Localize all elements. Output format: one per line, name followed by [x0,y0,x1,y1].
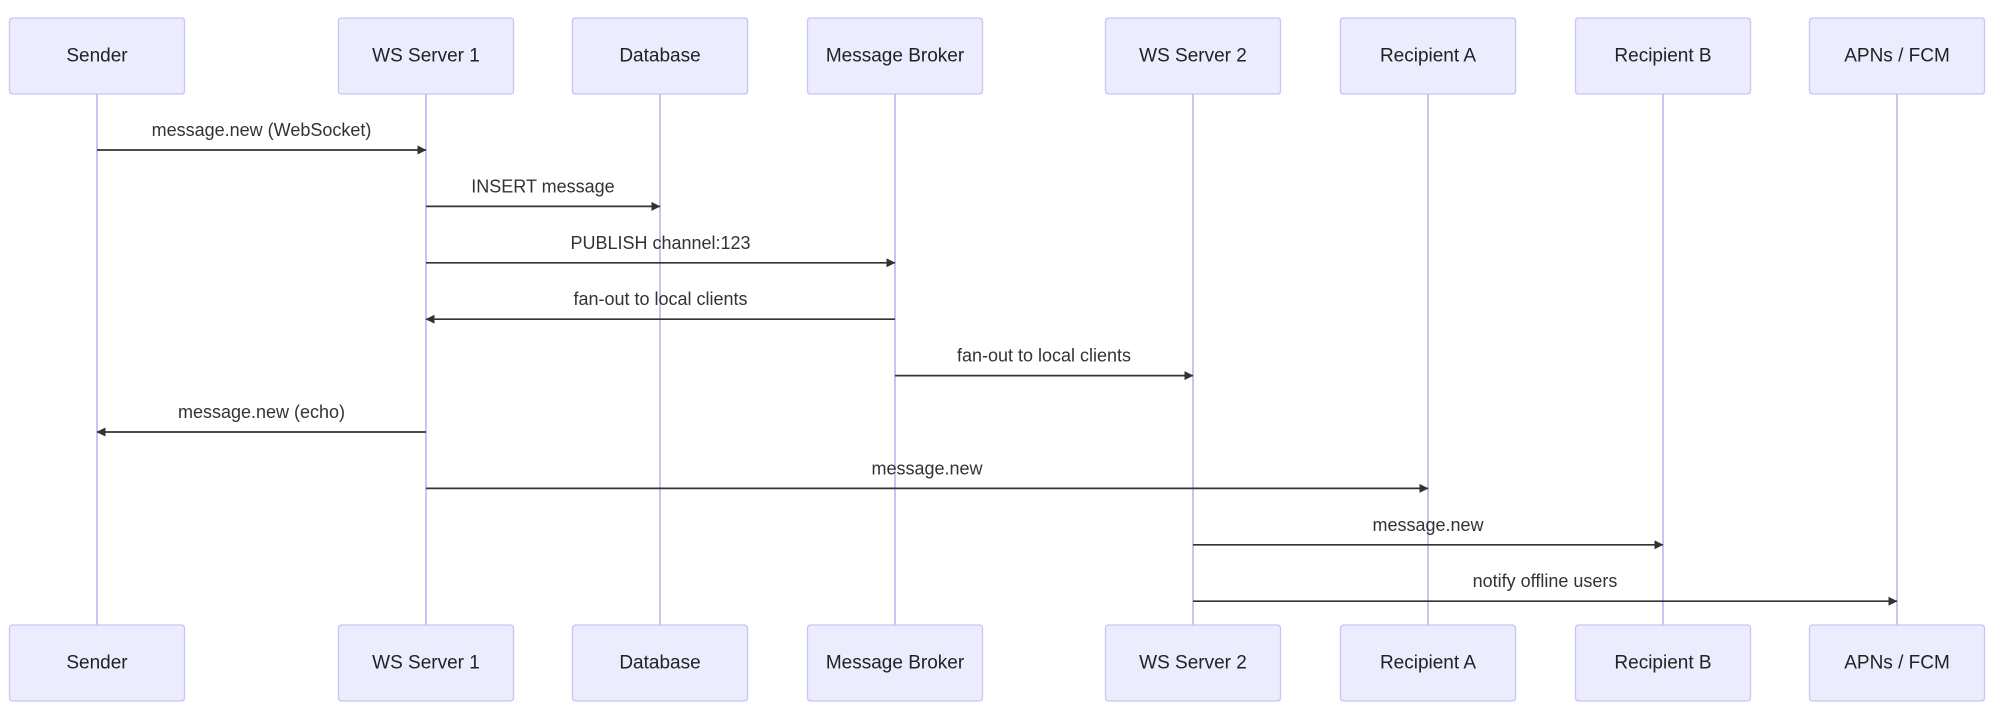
actor-db-bottom: Database [571,624,749,702]
actor-recipB-bottom: Recipient B [1574,624,1752,702]
actor-box [8,17,186,95]
message-label: message.new [1372,515,1484,535]
actor-box [337,17,515,95]
actor-box [8,624,186,702]
message-3: PUBLISH channel:123 [426,233,896,268]
actor-label: Recipient A [1380,46,1476,67]
actor-label: WS Server 1 [372,46,480,67]
message-label: PUBLISH channel:123 [570,233,750,253]
actor-recipB-top: Recipient B [1574,17,1752,95]
message-label: message.new [871,458,983,478]
actor-label: WS Server 2 [1139,46,1247,67]
message-1: message.new (WebSocket) [97,120,427,155]
actor-label: Sender [66,46,128,67]
actor-label: APNs / FCM [1844,46,1950,67]
actor-box [1574,624,1752,702]
actor-label: WS Server 2 [1139,653,1247,674]
message-6: message.new (echo) [96,402,426,437]
actor-label: Message Broker [826,46,965,67]
actors-top-row: Sender WS Server 1 Database Message Broker W… [8,17,1986,95]
actors-bottom-row: Sender WS Server 1 Database Message Broker W… [8,624,1986,702]
message-5: fan-out to local clients [895,346,1194,381]
message-8: message.new [1193,515,1664,550]
actor-box [571,624,749,702]
message-label: message.new (WebSocket) [152,120,372,140]
actor-box [1808,17,1986,95]
message-label: message.new (echo) [178,402,345,422]
actor-box [1104,624,1282,702]
actor-ws2-top: WS Server 2 [1104,17,1282,95]
message-label: fan-out to local clients [957,346,1131,366]
messages: message.new (WebSocket) INSERT messagePUB… [96,120,1898,606]
message-label: INSERT message [471,176,614,196]
message-label: fan-out to local clients [573,289,747,309]
actor-ws1-top: WS Server 1 [337,17,515,95]
message-4: fan-out to local clients [425,289,895,324]
actor-box [806,624,984,702]
actor-label: Database [619,46,700,67]
actor-label: Recipient B [1614,653,1711,674]
actor-label: WS Server 1 [372,653,480,674]
actor-box [1104,17,1282,95]
actor-box [806,17,984,95]
actor-box [571,17,749,95]
actor-apns-bottom: APNs / FCM [1808,624,1986,702]
actor-label: Recipient A [1380,653,1476,674]
actor-box [1339,624,1517,702]
actor-box [337,624,515,702]
actor-apns-top: APNs / FCM [1808,17,1986,95]
actor-ws1-bottom: WS Server 1 [337,624,515,702]
actor-recipA-top: Recipient A [1339,17,1517,95]
message-9: notify offline users [1193,571,1898,606]
actor-sender-top: Sender [8,17,186,95]
actor-label: Sender [66,653,128,674]
actor-box [1574,17,1752,95]
actor-broker-top: Message Broker [806,17,984,95]
message-label: notify offline users [1473,571,1618,591]
actor-box [1808,624,1986,702]
actor-label: APNs / FCM [1844,653,1950,674]
actor-broker-bottom: Message Broker [806,624,984,702]
message-2: INSERT message [426,176,661,211]
actor-db-top: Database [571,17,749,95]
actor-recipA-bottom: Recipient A [1339,624,1517,702]
actor-sender-bottom: Sender [8,624,186,702]
lifelines [96,94,1898,625]
actor-ws2-bottom: WS Server 2 [1104,624,1282,702]
actor-label: Message Broker [826,653,965,674]
actor-box [1339,17,1517,95]
actor-label: Recipient B [1614,46,1711,67]
actor-label: Database [619,653,700,674]
message-7: message.new [426,458,1429,493]
